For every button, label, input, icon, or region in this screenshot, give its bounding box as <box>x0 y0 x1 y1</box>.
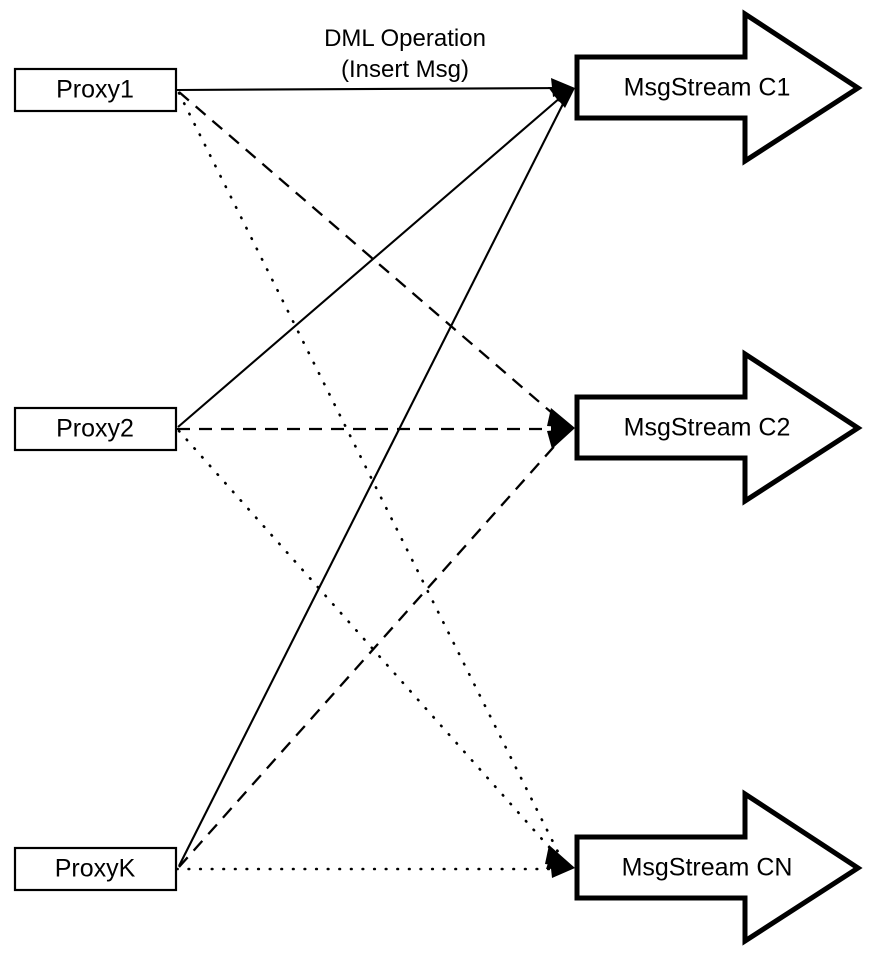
node-msgstream-c2[interactable]: MsgStream C2 <box>574 349 863 506</box>
edge-proxy2-to-c1 <box>177 90 569 428</box>
edge-group-proxy1 <box>176 86 570 866</box>
proxy2-label: Proxy2 <box>56 415 134 443</box>
arrowhead-c1-from-proxyk <box>553 88 575 108</box>
edge-proxyk-to-c1 <box>178 91 570 867</box>
msgstream-cn-label: MsgStream CN <box>622 854 793 882</box>
proxy1-label: Proxy1 <box>56 76 134 104</box>
node-proxy1[interactable]: Proxy1 <box>13 67 178 113</box>
proxy1-box[interactable] <box>13 67 178 113</box>
annotation-line-1: DML Operation <box>324 25 486 52</box>
msgstream-c1-arrow-shape[interactable] <box>574 9 863 166</box>
edge-group-proxy2 <box>177 90 569 867</box>
edge-group-proxyk <box>175 91 571 871</box>
edge-proxy2-to-cn <box>177 429 567 867</box>
annotation-line-2: (Insert Msg) <box>341 56 469 83</box>
msgstream-c1-label: MsgStream C1 <box>624 74 791 102</box>
proxyk-label: ProxyK <box>55 855 136 883</box>
edge-proxyk-to-c2 <box>178 431 568 868</box>
node-proxyk[interactable]: ProxyK <box>13 846 178 892</box>
node-msgstream-c1[interactable]: MsgStream C1 <box>574 9 863 166</box>
proxy2-box[interactable] <box>13 406 178 452</box>
edge-proxy1-to-cn <box>177 91 566 866</box>
arrowhead-group <box>545 78 575 878</box>
arrowhead-cn-from-proxyk <box>550 859 575 878</box>
msgstream-cn-arrow-shape[interactable] <box>574 789 863 946</box>
node-msgstream-cn[interactable]: MsgStream CN <box>574 789 863 946</box>
edge-proxy1-to-c1 <box>176 86 570 92</box>
msgstream-c2-arrow-shape[interactable] <box>574 349 863 506</box>
msgstream-c2-label: MsgStream C2 <box>624 414 791 442</box>
edge-proxy1-to-c2 <box>178 91 567 426</box>
arrowhead-c2-from-proxyk <box>547 428 575 449</box>
annotation-dml-operation: DML Operation (Insert Msg) <box>324 25 486 83</box>
proxyk-box[interactable] <box>13 846 178 892</box>
node-proxy2[interactable]: Proxy2 <box>13 406 178 452</box>
